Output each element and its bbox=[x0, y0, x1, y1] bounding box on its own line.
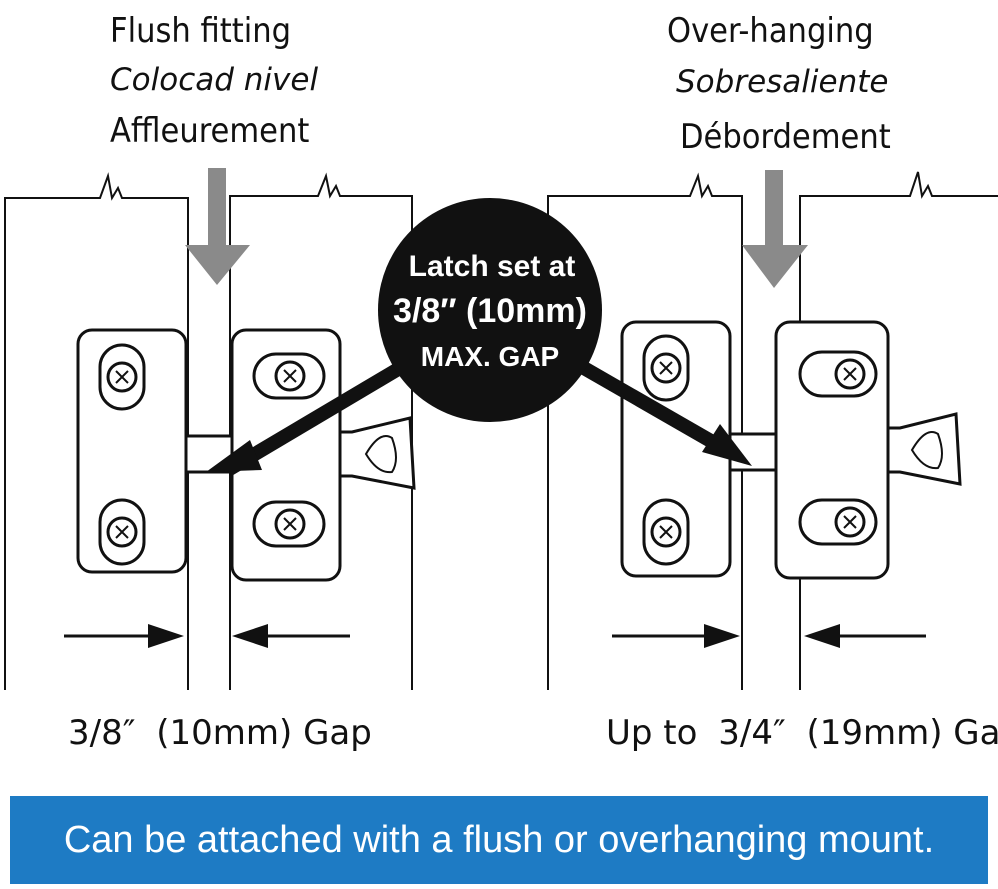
flush-knob bbox=[338, 416, 416, 490]
overhang-callout-arrow bbox=[702, 424, 752, 466]
flush-title-fr: Affleurement bbox=[110, 111, 309, 151]
flush-gap-fraction: 3/8″ bbox=[68, 713, 135, 753]
overhang-gap-fraction: 3/4″ bbox=[718, 713, 785, 753]
overhang-gap-label: Up to 3/4″ (19mm) Gap bbox=[606, 713, 998, 753]
callout-line1: Latch set at bbox=[409, 250, 576, 283]
callout-circle bbox=[378, 198, 602, 422]
flush-gap-label: 3/8″ (10mm) Gap bbox=[68, 713, 372, 753]
flush-pointer-arrow bbox=[185, 168, 250, 285]
banner-text: Can be attached with a flush or overhang… bbox=[63, 818, 935, 861]
max-gap-callout: Latch set at 3/8″ (10mm) MAX. GAP bbox=[378, 198, 602, 422]
flush-post-board bbox=[4, 172, 189, 690]
flush-gap-arrow-left bbox=[148, 624, 184, 648]
overhang-gate-board bbox=[799, 171, 998, 690]
callout-line3: MAX. GAP bbox=[421, 341, 559, 372]
overhang-gap-prefix: Up to bbox=[606, 713, 697, 753]
overhang-panel bbox=[547, 170, 998, 690]
overhang-pointer-arrow bbox=[742, 170, 808, 288]
flush-callout-arrow bbox=[206, 440, 262, 472]
flush-gap-rest: (10mm) Gap bbox=[156, 713, 372, 753]
overhang-title-fr: Débordement bbox=[680, 117, 891, 157]
flush-title: Flush fitting bbox=[110, 11, 291, 51]
overhang-title: Over-hanging bbox=[667, 11, 874, 51]
overhang-title-es: Sobresaliente bbox=[676, 64, 888, 100]
flush-gap-arrow-right bbox=[232, 624, 268, 648]
overhang-gap-arrow-right bbox=[804, 624, 840, 648]
flush-fitting-panel bbox=[4, 168, 416, 690]
overhang-post-board bbox=[547, 172, 743, 690]
callout-line2: 3/8″ (10mm) bbox=[393, 292, 587, 330]
flush-title-es: Colocad nivel bbox=[110, 62, 318, 98]
overhang-gap-arrow-left bbox=[704, 624, 740, 648]
flush-gate-board bbox=[229, 172, 413, 690]
overhang-gap-rest: (19mm) Gap bbox=[806, 713, 998, 753]
bottom-banner: Can be attached with a flush or overhang… bbox=[10, 796, 988, 884]
overhang-knob bbox=[886, 412, 962, 486]
